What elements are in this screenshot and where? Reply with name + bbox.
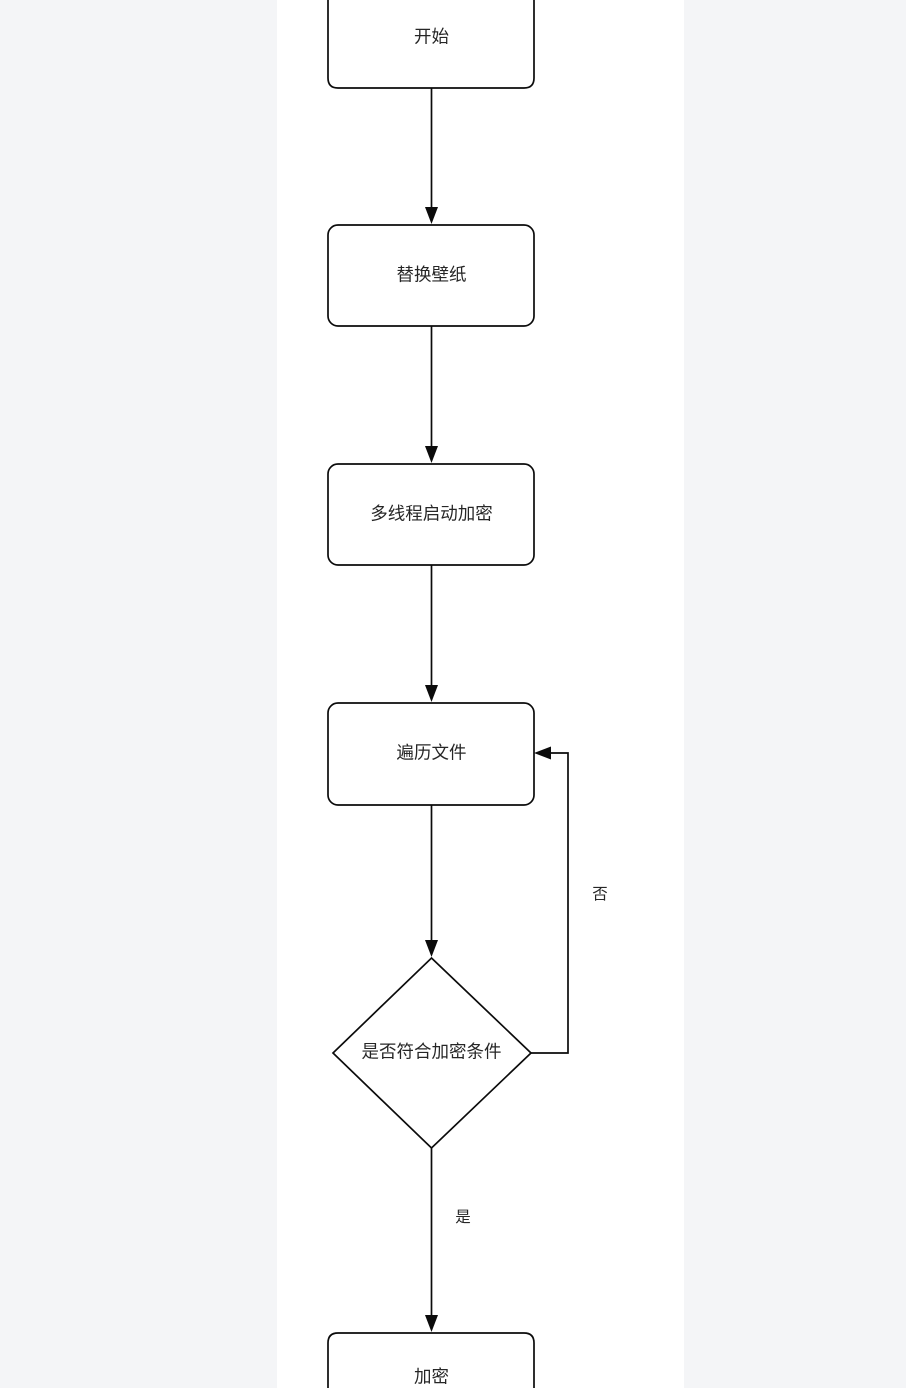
edge-label-yes: 是 (455, 1209, 471, 1226)
node-label: 加密 (414, 1367, 449, 1387)
node-shape-rounded-rectangle (327, 702, 535, 806)
edge-start-to-replace-wallpaper (425, 88, 438, 224)
arrow-head-icon (534, 746, 551, 760)
node-label: 多线程启动加密 (370, 504, 493, 524)
edge-line (531, 752, 569, 1054)
edge-decision-no-to-traverse-files: 否 (531, 746, 608, 1054)
edge-traverse-files-to-decision (425, 805, 438, 957)
edge-decision-yes-to-encrypt: 是 (425, 1148, 471, 1332)
node-traverse-files[interactable]: 遍历文件 (327, 702, 535, 806)
node-shape-rounded-rectangle (327, 0, 535, 89)
arrow-head-icon (425, 1315, 438, 1332)
arrow-head-icon (425, 207, 438, 224)
node-replace-wallpaper[interactable]: 替换壁纸 (327, 224, 535, 327)
arrow-head-icon (425, 685, 438, 702)
node-label: 开始 (414, 27, 449, 47)
node-start[interactable]: 开始 (327, 0, 535, 89)
node-shape-rounded-rectangle (327, 224, 535, 327)
arrow-head-icon (425, 940, 438, 957)
node-multithread-encrypt[interactable]: 多线程启动加密 (327, 463, 535, 566)
node-encrypt[interactable]: 加密 (327, 1332, 535, 1388)
arrow-head-icon (425, 446, 438, 463)
node-label: 遍历文件 (397, 743, 467, 763)
node-label: 替换壁纸 (397, 265, 467, 285)
edge-label-no: 否 (592, 886, 608, 903)
node-shape-diamond (331, 956, 533, 1150)
edge-replace-wallpaper-to-multithread-encrypt (425, 326, 438, 463)
node-meets-encrypt-condition[interactable]: 是否符合加密条件 (331, 956, 533, 1150)
node-shape-rounded-rectangle (327, 1332, 535, 1388)
node-shape-rounded-rectangle (327, 463, 535, 566)
edge-multithread-encrypt-to-traverse-files (425, 565, 438, 702)
node-label: 是否符合加密条件 (362, 1042, 502, 1062)
